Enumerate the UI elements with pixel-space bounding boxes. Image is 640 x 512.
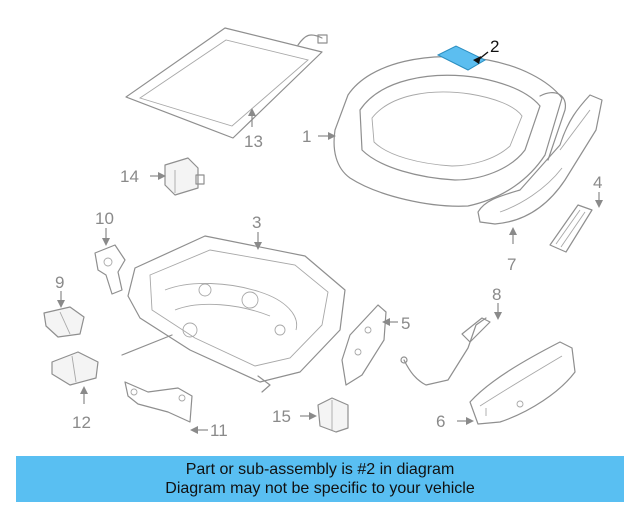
callout-7: 7 [507,255,516,274]
callout-3: 3 [252,213,261,232]
parts-diagram: 13 1 2 14 10 [43,27,603,440]
part-10-bracket [94,244,126,295]
part-15-latch [317,397,349,433]
part-11-bracket [124,381,193,423]
callout-15: 15 [272,407,291,426]
part-9-trim [43,306,85,338]
callout-12: 12 [72,413,91,432]
part-3-seat-frame [121,235,346,393]
part-6-side-shield [469,341,576,425]
part-14-module [164,157,205,196]
part-12-clip [51,351,99,386]
callout-11: 11 [210,421,228,440]
callout-9: 9 [55,273,64,292]
part-4-switch [549,204,593,253]
callout-4: 4 [593,173,602,192]
callout-13: 13 [244,132,263,151]
callout-8: 8 [492,285,501,304]
callout-1: 1 [302,127,311,146]
callout-6: 6 [436,412,445,431]
part-7-side-trim [477,94,603,225]
part-8-cable [400,317,491,386]
callout-10: 10 [95,209,114,228]
callout-14: 14 [120,167,139,186]
callout-5: 5 [401,314,410,333]
callout-2: 2 [490,37,499,56]
part-13-heater-mat [125,27,328,139]
part-5-side-plate [341,304,387,386]
banner-line-part: Part or sub-assembly is #2 in diagram [185,461,455,478]
part-2-highlighted-pad [436,45,487,71]
banner-line-disclaimer: Diagram may not be specific to your vehi… [165,480,475,497]
info-banner: Part or sub-assembly is #2 in diagram Di… [16,456,624,502]
part-1-cushion-pad [333,55,567,207]
